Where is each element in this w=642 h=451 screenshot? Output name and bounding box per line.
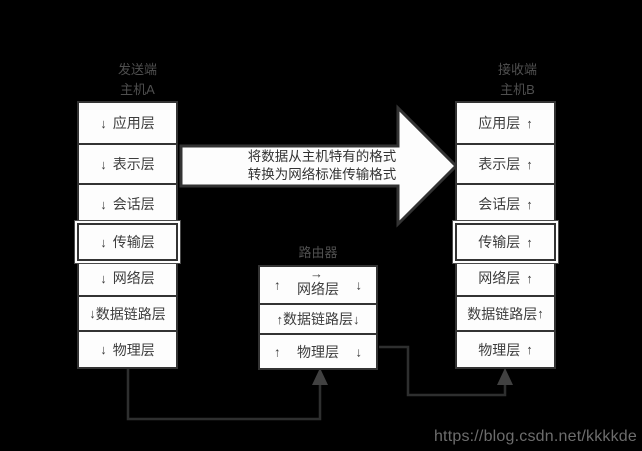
layer-label: 数据链路层 (95, 305, 166, 322)
layer-label: 网络层 (112, 270, 155, 286)
up-arrow-icon: ↑ (526, 342, 533, 357)
up-arrowhead-icon (497, 368, 513, 385)
router-stack: → ↑ 网络层 ↓ ↑ 数据链路层 ↓ ↑ 物理层 ↓ (258, 265, 378, 370)
layer-label: 数据链路层 (283, 311, 353, 327)
sender-role-label: 发送端 (117, 62, 157, 77)
watermark-url: https://blog.csdn.net/kkkkde (433, 428, 637, 445)
down-arrow-icon: ↓ (355, 344, 363, 359)
receiver-stack: 应用层 ↑ 表示层 ↑ 会话层 ↑ 传输层 ↑ 网络层 ↑ 数据链路层 ↑ 物理… (455, 101, 556, 369)
connector-router-to-hostb (379, 345, 507, 397)
sender-layer-physical: ↓ 物理层 (77, 330, 178, 369)
up-arrow-icon: ↑ (526, 156, 533, 172)
up-arrow-icon: ↑ (276, 311, 284, 327)
up-arrow-icon: ↑ (526, 196, 533, 212)
up-arrow-icon: ↑ (526, 115, 533, 131)
sender-layer-session: ↓ 会话层 (77, 183, 178, 225)
down-arrow-icon: ↓ (355, 277, 363, 293)
router-layer-physical: ↑ 物理层 ↓ (258, 333, 378, 370)
receiver-host-label: 主机B (500, 82, 535, 97)
receiver-role-label: 接收端 (497, 62, 537, 77)
layer-label: 传输层 (478, 234, 521, 250)
right-arrow-icon: → (309, 266, 323, 281)
receiver-layer-network: 网络层 ↑ (455, 259, 556, 297)
layer-label: 会话层 (112, 196, 155, 212)
conversion-annotation: 将数据从主机特有的格式 转换为网络标准传输格式 (202, 148, 442, 184)
layer-label: 物理层 (112, 341, 155, 358)
up-arrow-icon: ↑ (526, 234, 533, 250)
sender-header: 发送端 主机A (87, 60, 188, 100)
down-arrow-icon: ↓ (353, 311, 360, 327)
sender-layer-application: ↓ 应用层 (77, 101, 178, 145)
sender-host-label: 主机A (120, 82, 155, 97)
up-arrow-icon: ↑ (526, 270, 533, 286)
down-arrow-icon: ↓ (100, 115, 107, 131)
connector-hosta-to-router (126, 369, 322, 421)
down-arrow-icon: ↓ (100, 156, 107, 172)
router-label: 路由器 (298, 245, 338, 260)
receiver-layer-presentation: 表示层 ↑ (455, 143, 556, 185)
layer-label: 物理层 (478, 341, 521, 358)
layer-label: 数据链路层 (467, 305, 538, 322)
sender-layer-transport: ↓ 传输层 (77, 223, 178, 261)
down-arrow-icon: ↓ (100, 234, 107, 250)
receiver-layer-datalink: 数据链路层 ↑ (455, 295, 556, 332)
layer-label: 传输层 (112, 234, 155, 250)
layer-label: 应用层 (112, 115, 155, 131)
receiver-layer-physical: 物理层 ↑ (455, 330, 556, 369)
down-arrow-icon: ↓ (100, 196, 107, 212)
down-arrow-icon: ↓ (89, 306, 96, 321)
sender-layer-datalink: ↓ 数据链路层 (77, 295, 178, 332)
sender-layer-network: ↓ 网络层 (77, 259, 178, 297)
receiver-layer-transport: 传输层 ↑ (455, 223, 556, 261)
down-arrow-icon: ↓ (100, 342, 107, 357)
up-arrowhead-icon (312, 368, 328, 385)
up-arrow-icon: ↑ (274, 344, 281, 359)
layer-label: 物理层 (297, 343, 339, 360)
format-conversion-arrow (179, 104, 459, 228)
up-arrow-icon: ↑ (537, 306, 544, 321)
sender-layer-presentation: ↓ 表示层 (77, 143, 178, 185)
layer-label: 网络层 (297, 281, 339, 297)
up-arrow-icon: ↑ (274, 277, 281, 293)
receiver-layer-application: 应用层 ↑ (455, 101, 556, 145)
layer-label: 表示层 (112, 156, 155, 172)
annotation-line1: 将数据从主机特有的格式 (247, 149, 397, 164)
annotation-line2: 转换为网络标准传输格式 (247, 167, 397, 182)
sender-stack: ↓ 应用层 ↓ 表示层 ↓ 会话层 ↓ 传输层 ↓ 网络层 ↓ 数据链路层 ↓ … (77, 101, 178, 369)
layer-label: 应用层 (478, 115, 521, 131)
router-layer-datalink: ↑ 数据链路层 ↓ (258, 303, 378, 335)
receiver-header: 接收端 主机B (467, 60, 568, 100)
layer-label: 表示层 (478, 156, 521, 172)
layer-label: 网络层 (478, 270, 521, 286)
receiver-layer-session: 会话层 ↑ (455, 183, 556, 225)
layer-label: 会话层 (478, 196, 521, 212)
router-layer-network: → ↑ 网络层 ↓ (258, 265, 378, 305)
down-arrow-icon: ↓ (100, 270, 107, 286)
